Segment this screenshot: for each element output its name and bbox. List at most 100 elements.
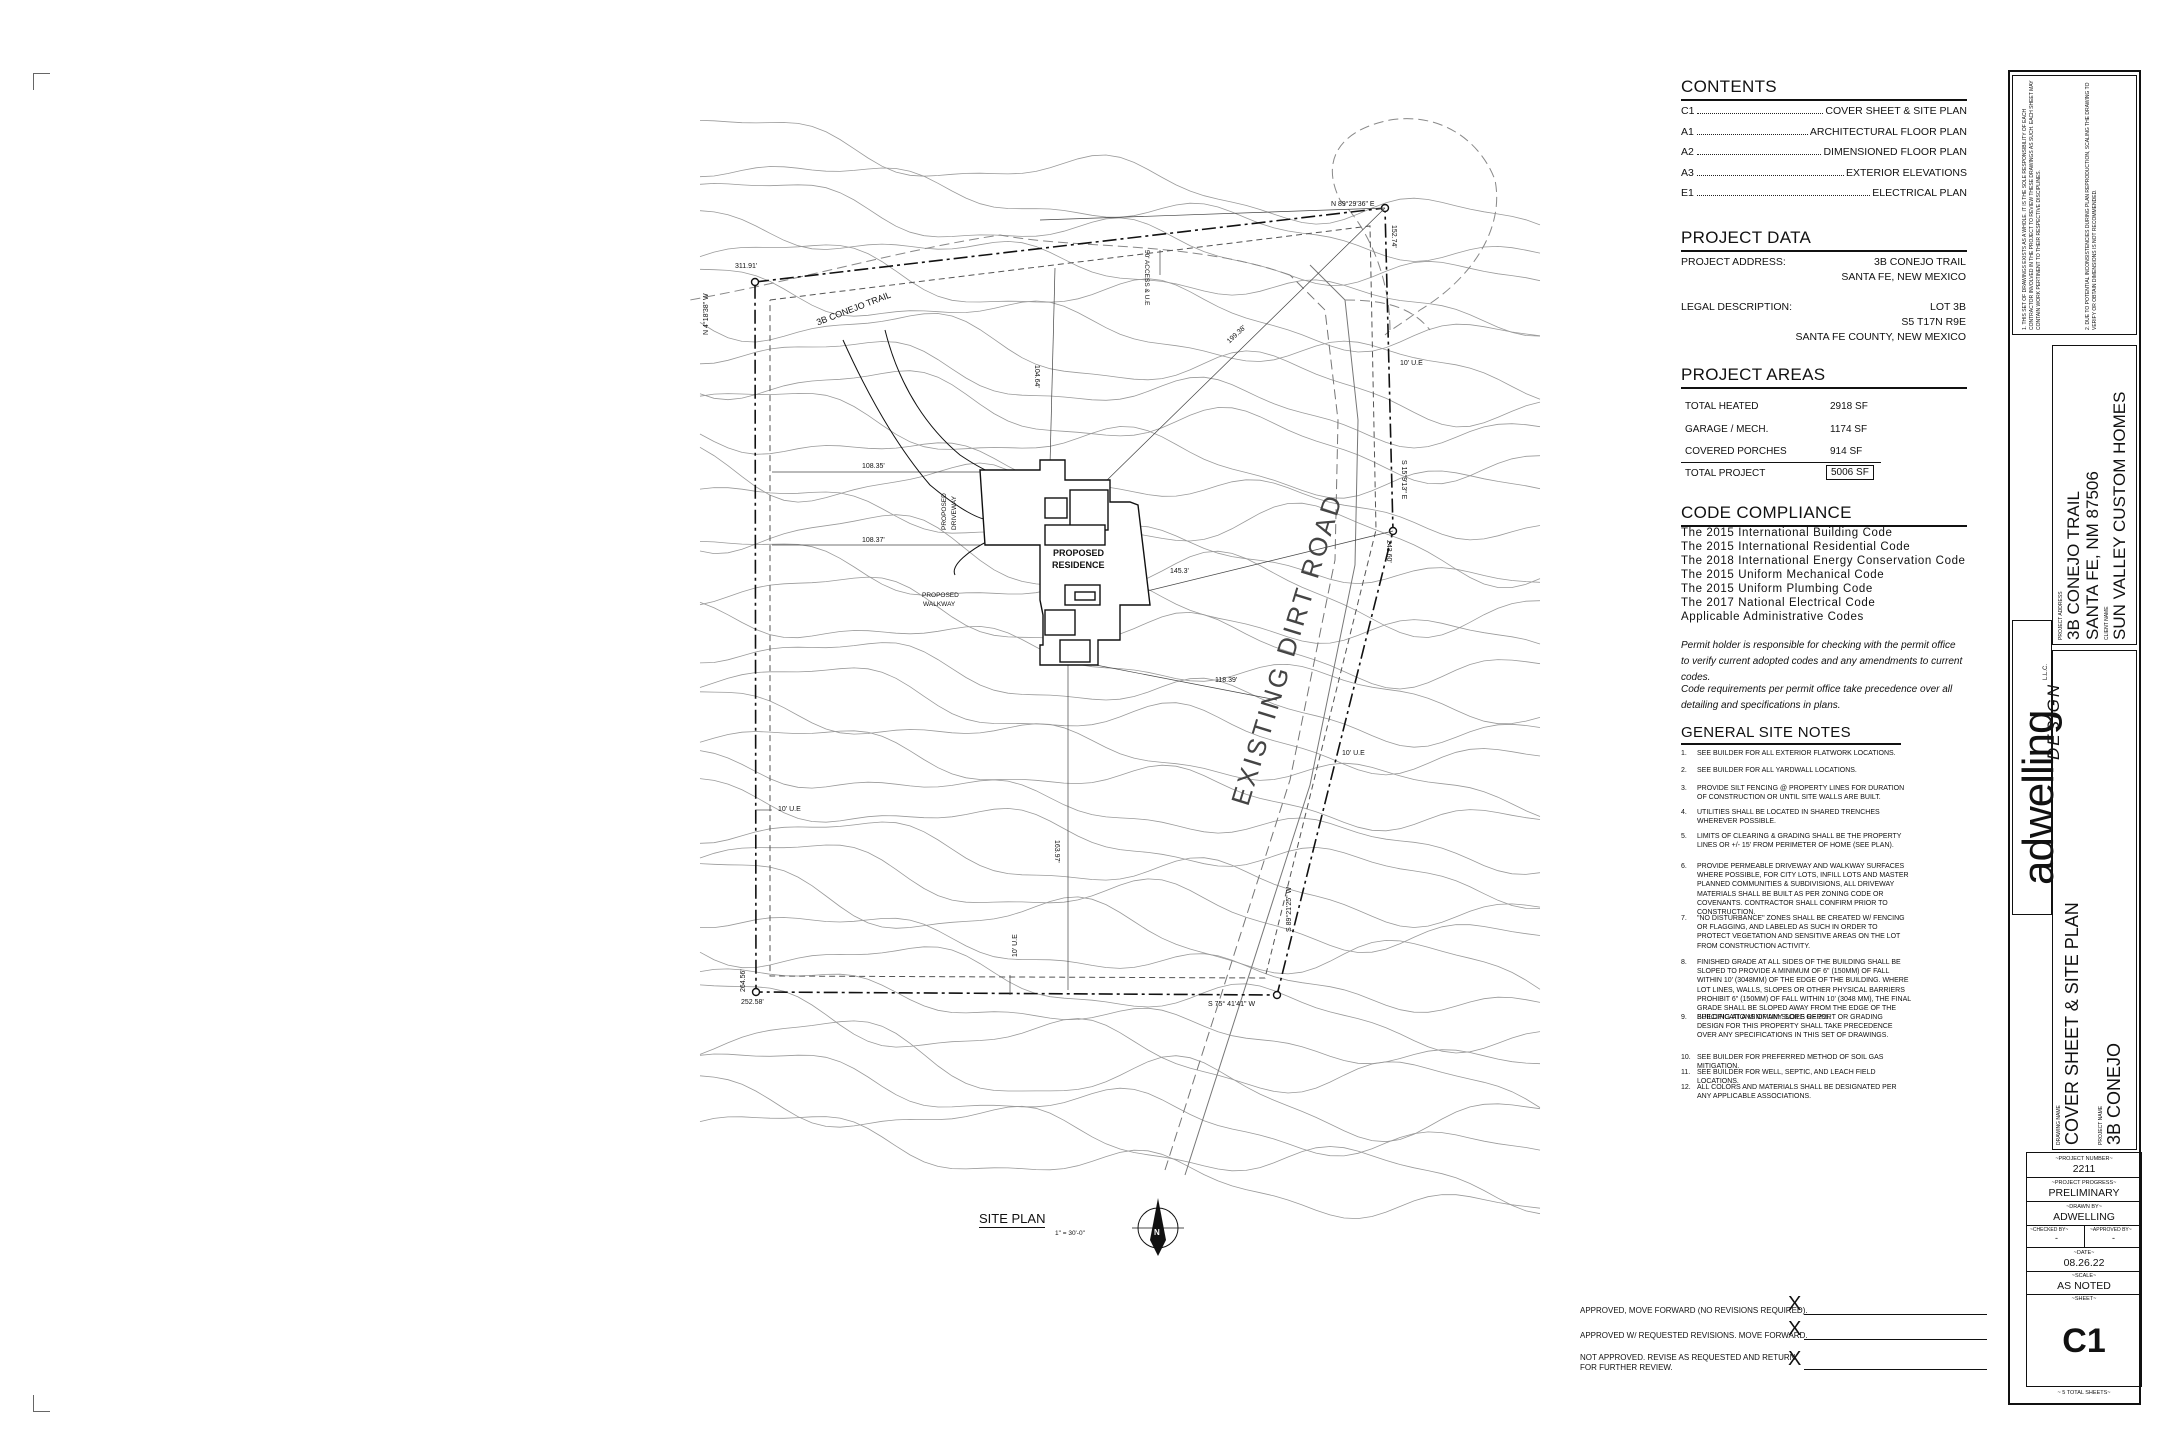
- area-label-porches: COVERED PORCHES: [1685, 446, 1787, 457]
- legal-description-3: SANTA FE COUNTY, NEW MEXICO: [1795, 331, 1966, 343]
- code-compliance-title: CODE COMPLIANCE: [1681, 503, 1967, 527]
- approval-option-3-line-1: NOT APPROVED. REVISE AS REQUESTED AND RE…: [1580, 1353, 1796, 1362]
- approval-x-1[interactable]: X: [1788, 1293, 1802, 1315]
- site-note-number: 2.: [1681, 767, 1687, 774]
- site-note-text: SEE BUILDER FOR WELL, SEPTIC, AND LEACH …: [1697, 1069, 1876, 1086]
- title-block-note-1: 1. THIS SET OF DRAWINGS EXISTS AS A WHOL…: [2022, 80, 2042, 331]
- legal-description-label: LEGAL DESCRIPTION:: [1681, 301, 1793, 313]
- proposed-residence-outline: [979, 459, 1151, 666]
- info-divider: [2026, 1294, 2142, 1295]
- client-name: SUN VALLEY CUSTOM HOMES: [2110, 391, 2129, 640]
- dim-108b: 108.37': [862, 537, 885, 544]
- logo-llc: L.L.C.: [2043, 663, 2049, 680]
- site-note-text: LIMITS OF CLEARING & GRADING SHALL BE TH…: [1697, 833, 1902, 850]
- site-note-text: SEE BUILDER FOR PREFERRED METHOD OF SOIL…: [1697, 1054, 1884, 1071]
- dim-ue-left: 10' U.E: [778, 806, 801, 813]
- approval-option-3-line-2: FOR FURTHER REVIEW.: [1580, 1363, 1673, 1372]
- code-line: The 2017 National Electrical Code: [1681, 597, 1876, 609]
- dim-nw: N 4°18'38" W: [703, 293, 710, 335]
- dim-252: 252.58': [741, 999, 764, 1006]
- approval-signature-line-3[interactable]: [1804, 1369, 1987, 1370]
- site-note-number: 8.: [1681, 959, 1687, 966]
- site-note: 2.SEE BUILDER FOR ALL YARDWALL LOCATIONS…: [1681, 766, 1911, 775]
- code-line: Applicable Administrative Codes: [1681, 611, 1864, 623]
- contour-line: [699, 984, 1541, 1108]
- site-note: 10. SEE BUILDER FOR PREFERRED METHOD OF S…: [1681, 1053, 1911, 1071]
- approved-by: -: [2112, 1233, 2115, 1243]
- permit-note-line-2: to verify current adopted codes and any …: [1681, 656, 1963, 683]
- sheet-label: ~SHEET~: [2071, 1296, 2097, 1302]
- approval-option-2: APPROVED w/ REQUESTED REVISIONS. MOVE FO…: [1580, 1331, 1808, 1340]
- contour-line: [699, 946, 1541, 1054]
- contents-title: CONTENTS: [1681, 77, 1967, 101]
- site-note: 12.ALL COLORS AND MATERIALS SHALL BE DES…: [1681, 1083, 1911, 1101]
- info-divider: [2026, 1201, 2142, 1202]
- site-note: 3.PROVIDE SILT FENCING @ PROPERTY LINES …: [1681, 784, 1911, 802]
- contour-line: [699, 392, 1541, 499]
- contour-line: [699, 1053, 1541, 1157]
- address-line-1: 3B CONEJO TRAIL: [2064, 491, 2083, 640]
- project-address-1: 3B CONEJO TRAIL: [1874, 256, 1966, 268]
- title-block-frame: [2008, 70, 2141, 1405]
- contour-line: [699, 433, 1541, 541]
- area-value-garage: 1174 SF: [1830, 424, 1868, 435]
- site-note-number: 12.: [1681, 1084, 1691, 1091]
- checked-by: -: [2055, 1233, 2058, 1243]
- project-areas-title: PROJECT AREAS: [1681, 365, 1967, 389]
- site-note: 4.UTILITIES SHALL BE LOCATED IN SHARED T…: [1681, 808, 1911, 826]
- site-note-number: 1.: [1681, 750, 1687, 757]
- site-note-text: SPECIFICATIONS OF ANY SOILS REPORT OR GR…: [1697, 1014, 1893, 1040]
- dim-311: 311.91': [735, 263, 758, 270]
- site-note-number: 9.: [1681, 1014, 1687, 1021]
- project-address-2: SANTA FE, NEW MEXICO: [1841, 271, 1966, 283]
- title-block-drawing-cell: [2052, 650, 2137, 1150]
- date-value: 08.26.22: [2063, 1257, 2105, 1269]
- dim-145: 145.3': [1170, 568, 1189, 575]
- area-separator: [1681, 462, 1881, 463]
- contour-line: [699, 667, 1541, 776]
- site-note-text: UTILITIES SHALL BE LOCATED IN SHARED TRE…: [1697, 809, 1880, 826]
- access-label: 50' ACCESS & U.E: [1143, 250, 1150, 306]
- contour-line: [699, 166, 1541, 262]
- site-note-number: 7.: [1681, 915, 1687, 922]
- site-note: 9. SPECIFICATIONS OF ANY SOILS REPORT OR …: [1681, 1013, 1911, 1041]
- code-note-line-1: Code requirements per permit office take…: [1681, 684, 1953, 695]
- project-name: 3B CONEJO: [2104, 1042, 2124, 1145]
- dim-104: 104.64': [1033, 365, 1040, 388]
- contour-line: [699, 370, 1541, 485]
- easement-line: [769, 225, 1377, 979]
- contour-line: [699, 1020, 1541, 1143]
- contour-line: [699, 341, 1541, 449]
- code-line: The 2015 Uniform Plumbing Code: [1681, 583, 1873, 595]
- scale-label: ~SCALE~: [2071, 1273, 2097, 1279]
- contour-line: [699, 778, 1541, 909]
- approval-signature-line-2[interactable]: [1804, 1339, 1987, 1340]
- approval-x-3[interactable]: X: [1788, 1348, 1802, 1370]
- info-divider: [2026, 1177, 2142, 1178]
- contour-line: [699, 691, 1541, 817]
- approval-x-2[interactable]: X: [1788, 1318, 1802, 1340]
- contour-line: [699, 182, 1541, 287]
- project-progress-label: ~PROJECT PROGRESS~: [2051, 1180, 2117, 1186]
- residence-label-2: RESIDENCE: [1052, 560, 1105, 570]
- contents-name: COVER SHEET & SITE PLAN: [1825, 105, 1967, 117]
- info-divider-vertical: [2084, 1225, 2085, 1247]
- scale-value: AS NOTED: [2057, 1280, 2111, 1292]
- approved-by-label: ~APPROVED BY~: [2090, 1227, 2132, 1233]
- site-note-number: 10.: [1681, 1054, 1691, 1061]
- checked-by-label: ~CHECKED BY~: [2030, 1227, 2069, 1233]
- dim-sw: S 89°21'25" W: [1286, 886, 1293, 932]
- legal-description-1: LOT 3B: [1930, 301, 1966, 313]
- code-note-line-2: detailing and specifications in plans.: [1681, 700, 1841, 711]
- project-progress: PRELIMINARY: [2048, 1187, 2120, 1199]
- permit-note-line-1: Permit holder is responsible for checkin…: [1681, 640, 1956, 651]
- code-line: The 2015 International Building Code: [1681, 527, 1893, 539]
- dim-south: S 75° 41'41" W: [1208, 1001, 1256, 1008]
- site-note: 8.FINISHED GRADE AT ALL SIDES OF THE BUI…: [1681, 958, 1911, 1022]
- contour-line: [699, 268, 1541, 400]
- title-block-logo-cell: [2012, 620, 2052, 915]
- contour-line: [699, 863, 1541, 990]
- approval-signature-line-1[interactable]: [1804, 1314, 1987, 1315]
